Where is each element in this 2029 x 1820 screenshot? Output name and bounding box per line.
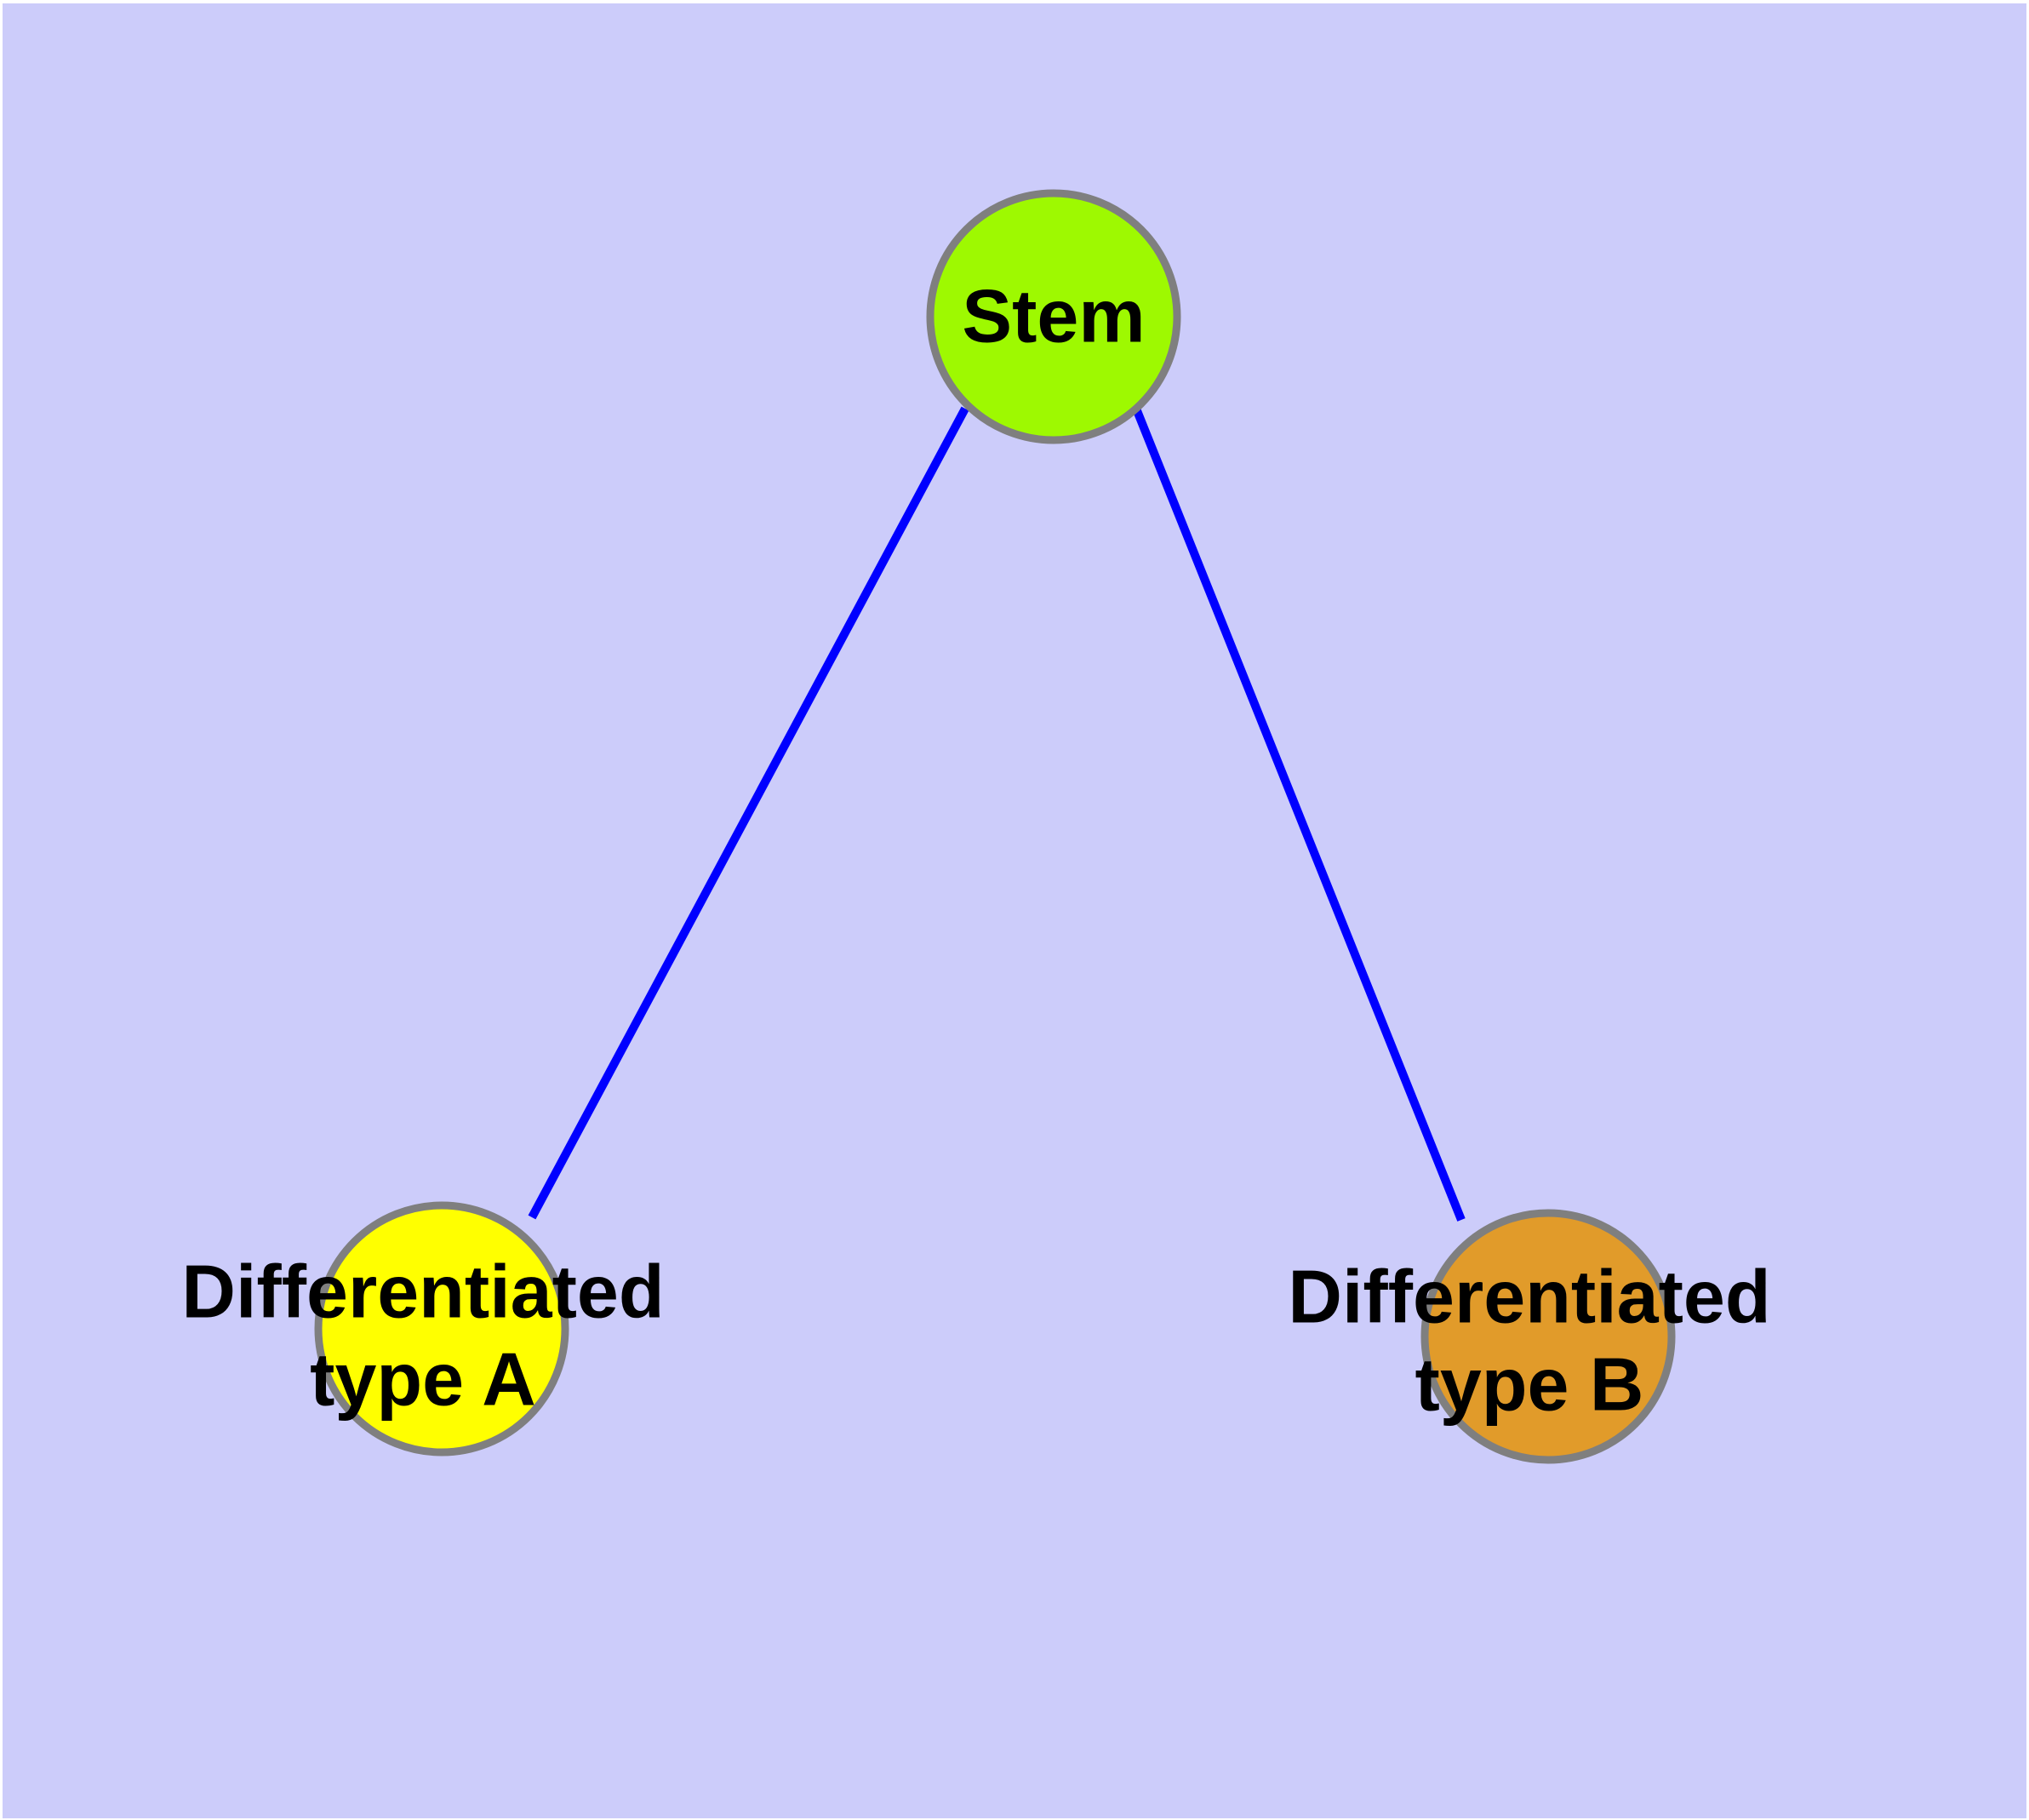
node-differentiated-type-a-circle[interactable] <box>314 1201 569 1457</box>
node-differentiated-type-b-circle[interactable] <box>1420 1209 1676 1464</box>
node-stem-label: Stem <box>962 273 1145 358</box>
node-differentiated-type-a-label-line1: Differentiated <box>181 1249 664 1333</box>
edge-stem-to-differentiated-type-b[interactable] <box>1132 407 1466 1222</box>
node-differentiated-type-a-label-line2: type A <box>310 1336 536 1421</box>
node-stem-circle[interactable] <box>926 189 1181 444</box>
node-stem[interactable]: Stem <box>926 189 1181 444</box>
edge-stem-to-differentiated-type-a[interactable] <box>528 406 969 1220</box>
node-differentiated-type-b[interactable]: Differentiated type B <box>1288 1209 1771 1464</box>
node-differentiated-type-b-label-line1: Differentiated <box>1288 1254 1770 1338</box>
node-differentiated-type-a[interactable]: Differentiated type A <box>181 1201 665 1457</box>
edge-layer <box>528 406 1466 1222</box>
node-differentiated-type-b-label-line2: type B <box>1415 1342 1644 1426</box>
node-layer: Stem Differentiated type A Differentiate… <box>181 189 1771 1464</box>
